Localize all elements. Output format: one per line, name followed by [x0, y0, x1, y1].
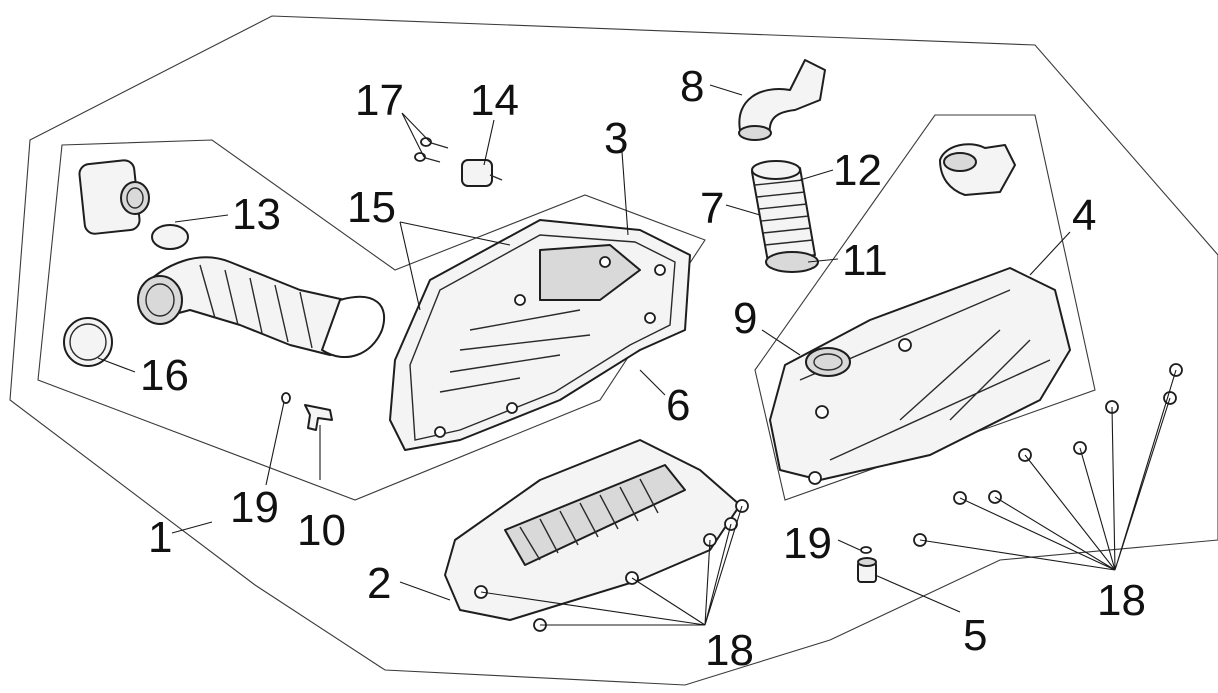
callout-16: 16	[140, 351, 189, 400]
sensor-14-part	[461, 159, 503, 187]
clamp-ring-part	[63, 317, 113, 367]
callout-15: 15	[347, 183, 396, 232]
callout-14: 14	[470, 76, 519, 125]
callout-10: 10	[297, 506, 346, 555]
drain-plug-5-part	[857, 557, 877, 583]
hose-7-part	[751, 160, 819, 273]
drain-tee-part	[304, 404, 333, 431]
leader-lines	[97, 84, 1177, 626]
intake-group-outline	[37, 139, 706, 501]
clip-19b-part	[860, 546, 872, 554]
callout-7: 7	[700, 184, 724, 233]
callout-6: 6	[666, 381, 690, 430]
filter-cover-part	[769, 267, 1071, 485]
elbow-8-part	[738, 59, 826, 141]
callout-9: 9	[733, 294, 757, 343]
callout-4: 4	[1072, 191, 1096, 240]
callout-3: 3	[604, 114, 628, 163]
air-box-case-part	[389, 219, 691, 451]
callout-18-left: 18	[705, 626, 754, 675]
callout-19-right: 19	[783, 519, 832, 568]
cover-group-outline	[754, 114, 1096, 501]
assembly-1-outline	[9, 15, 1218, 686]
intake-duct-part	[137, 256, 386, 359]
callout-8: 8	[680, 62, 704, 111]
clip-19-part	[281, 392, 291, 404]
callout-5: 5	[963, 611, 987, 660]
callout-17: 17	[355, 76, 404, 125]
callout-2: 2	[367, 559, 391, 608]
callout-13: 13	[232, 190, 281, 239]
callout-19-left: 19	[230, 483, 279, 532]
callout-12: 12	[833, 146, 882, 195]
o-ring-part	[151, 224, 189, 250]
intake-cap-part	[78, 159, 150, 235]
small-elbow-part	[939, 143, 1016, 196]
callout-1: 1	[148, 513, 172, 562]
callout-11: 11	[842, 236, 888, 285]
callout-18-right: 18	[1097, 576, 1146, 625]
